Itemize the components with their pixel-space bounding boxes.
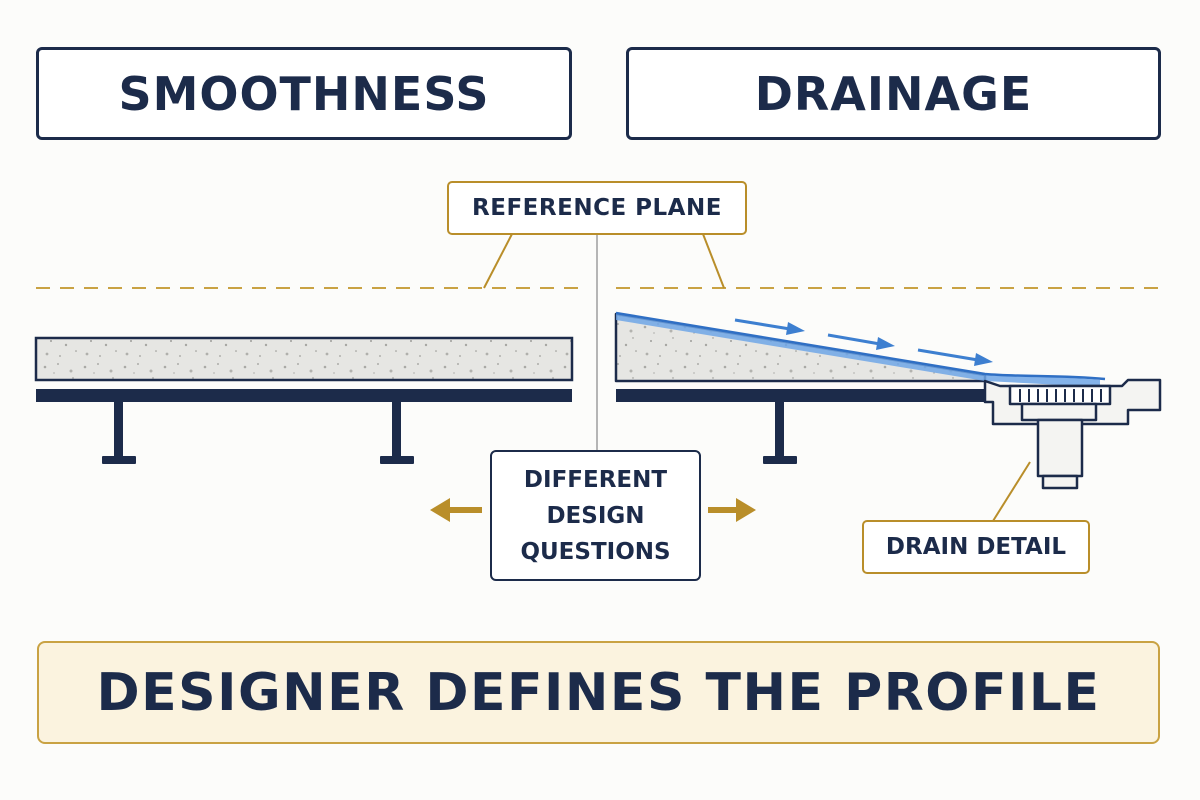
design-questions-line-1: DIFFERENT: [523, 466, 668, 493]
arrow-right-icon: [708, 498, 756, 522]
water-film: [616, 314, 1100, 387]
arrow-left-icon: [430, 498, 482, 522]
drain-grate: [1008, 384, 1112, 406]
design-questions-label: DIFFERENT DESIGN QUESTIONS: [490, 450, 701, 581]
drain-icon: [983, 378, 1162, 490]
smoothness-title: SMOOTHNESS: [36, 47, 572, 140]
design-questions-line-3: QUESTIONS: [520, 538, 671, 565]
flat-deck-section: [34, 336, 574, 464]
flow-arrow-icon: [827, 333, 895, 350]
flow-arrow-icon: [917, 348, 993, 366]
water-surface: [615, 311, 1106, 381]
flow-arrow-icon: [734, 318, 805, 335]
sloped-steel-plate: [616, 389, 984, 402]
designer-defines-profile-banner: DESIGNER DEFINES THE PROFILE: [37, 641, 1160, 744]
steel-girder-icon: [763, 402, 797, 464]
drainage-title: DRAINAGE: [626, 47, 1161, 140]
sloped-deck-section: [614, 311, 1106, 464]
steel-girder-icon: [102, 402, 136, 464]
steel-girder-icon: [380, 402, 414, 464]
flat-steel-plate: [36, 389, 572, 402]
drain-detail-label: DRAIN DETAIL: [862, 520, 1090, 574]
design-questions-line-2: DESIGN: [546, 502, 645, 529]
drain-grate-bars: [1019, 389, 1102, 402]
drain-body: [1020, 402, 1098, 422]
drain-leader: [992, 461, 1031, 522]
reference-leader-left: [483, 233, 513, 289]
reference-plane-label: REFERENCE PLANE: [447, 181, 747, 235]
drain-outlet: [1041, 474, 1079, 490]
drain-pipe: [1036, 418, 1084, 478]
flat-concrete-slab: [34, 336, 574, 382]
reference-leader-right: [702, 233, 725, 289]
